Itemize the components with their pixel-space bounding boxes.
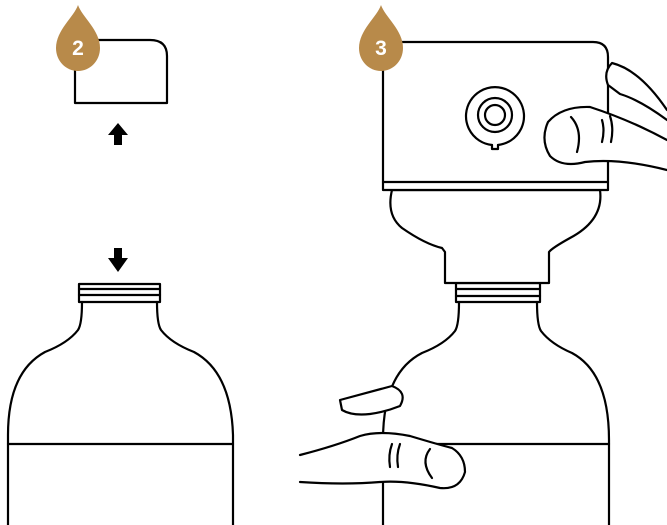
step-2-panel: 2 bbox=[6, 5, 235, 525]
diffuser-button bbox=[464, 86, 526, 151]
arrow-down-icon bbox=[108, 248, 128, 272]
droplet-badge-icon bbox=[56, 5, 100, 71]
step-number: 2 bbox=[72, 37, 84, 60]
step-3-badge: 3 bbox=[359, 5, 403, 71]
diffuser-collar bbox=[389, 188, 602, 285]
bottle-neck-ring bbox=[454, 281, 542, 304]
hand-pressing-icon bbox=[543, 61, 667, 172]
step-number: 3 bbox=[375, 37, 387, 60]
arrow-up-icon bbox=[108, 123, 128, 145]
step-3-panel: 3 bbox=[298, 5, 667, 525]
droplet-badge-icon bbox=[359, 5, 403, 71]
bottle-neck-ring bbox=[77, 282, 162, 304]
hand-holding-icon bbox=[298, 384, 467, 490]
bottle-outline bbox=[381, 300, 611, 525]
bottle-outline bbox=[6, 300, 235, 525]
step-2-badge: 2 bbox=[56, 5, 100, 71]
cap-outline bbox=[73, 38, 169, 105]
